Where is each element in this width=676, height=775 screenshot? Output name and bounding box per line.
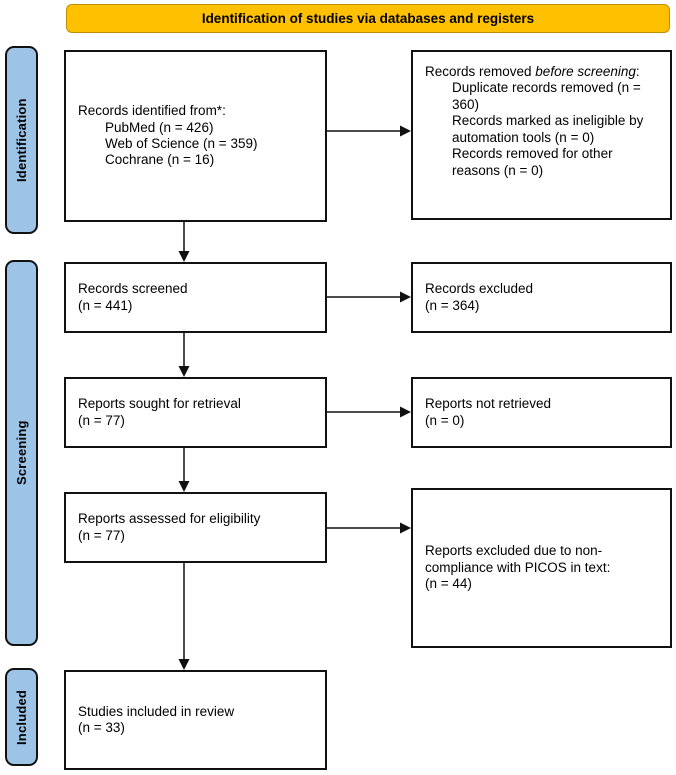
box-count: (n = 77) <box>78 527 125 543</box>
stage-label-text: Identification <box>14 98 29 182</box>
arrow-sought-to-not-retrieved <box>327 406 411 418</box>
stage-label-included: Included <box>5 668 38 766</box>
box-count: (n = 441) <box>78 297 133 313</box>
box-title: Records removed before screening: <box>425 64 640 79</box>
box-title: Studies included in review <box>78 703 235 719</box>
arrow-identified-to-screened <box>178 222 190 262</box>
box-reports-not-retrieved: Reports not retrieved (n = 0) <box>411 377 672 448</box>
box-title: Records identified from*: <box>78 103 226 119</box>
banner-label: Identification of studies via databases … <box>201 11 535 26</box>
box-records-excluded: Records excluded (n = 364) <box>411 262 672 333</box>
italic-phrase: before screening <box>535 64 636 79</box>
box-reports-sought: Reports sought for retrieval (n = 77) <box>64 377 327 448</box>
arrow-assessed-to-included <box>178 563 190 670</box>
box-title: Reports assessed for eligibility <box>78 511 261 527</box>
source-item: Web of Science (n = 359) <box>105 136 258 151</box>
box-reports-excluded-picos: Reports excluded due to non-compliance w… <box>411 488 672 648</box>
box-count: (n = 364) <box>425 297 480 313</box>
removal-item: Duplicate records removed (n = 360) <box>452 80 641 112</box>
banner-databases-registers: Identification of studies via databases … <box>66 4 670 33</box>
arrow-identified-to-removed <box>327 125 411 137</box>
stage-label-identification: Identification <box>5 46 38 234</box>
box-title: Reports not retrieved <box>425 396 552 412</box>
arrow-screened-to-sought <box>178 333 190 377</box>
stage-label-text: Included <box>14 689 29 745</box>
box-title: Records screened <box>78 281 188 297</box>
box-count: (n = 44) <box>425 576 472 592</box>
box-records-screened: Records screened (n = 441) <box>64 262 327 333</box>
box-reports-assessed: Reports assessed for eligibility (n = 77… <box>64 492 327 563</box>
stage-label-screening: Screening <box>5 260 38 646</box>
box-records-removed: Records removed before screening: Duplic… <box>411 50 672 220</box>
arrow-sought-to-assessed <box>178 448 190 492</box>
removal-item: Records removed for other reasons (n = 0… <box>452 146 613 178</box>
box-title: Reports sought for retrieval <box>78 396 241 412</box>
removal-item: Records marked as ineligible by automati… <box>452 113 644 145</box>
box-title: Reports excluded due to non-compliance w… <box>425 543 611 575</box>
box-count: (n = 77) <box>78 412 125 428</box>
arrow-assessed-to-excluded-picos <box>327 522 411 534</box>
stage-label-text: Screening <box>14 420 29 486</box>
box-records-identified: Records identified from*: PubMed (n = 42… <box>64 50 327 222</box>
box-count: (n = 0) <box>425 412 465 428</box>
arrow-screened-to-excluded <box>327 291 411 303</box>
box-studies-included: Studies included in review (n = 33) <box>64 670 327 770</box>
source-item: Cochrane (n = 16) <box>105 152 215 168</box>
source-item: PubMed (n = 426) <box>105 119 214 135</box>
box-count: (n = 33) <box>78 720 125 735</box>
box-title: Records excluded <box>425 281 534 297</box>
